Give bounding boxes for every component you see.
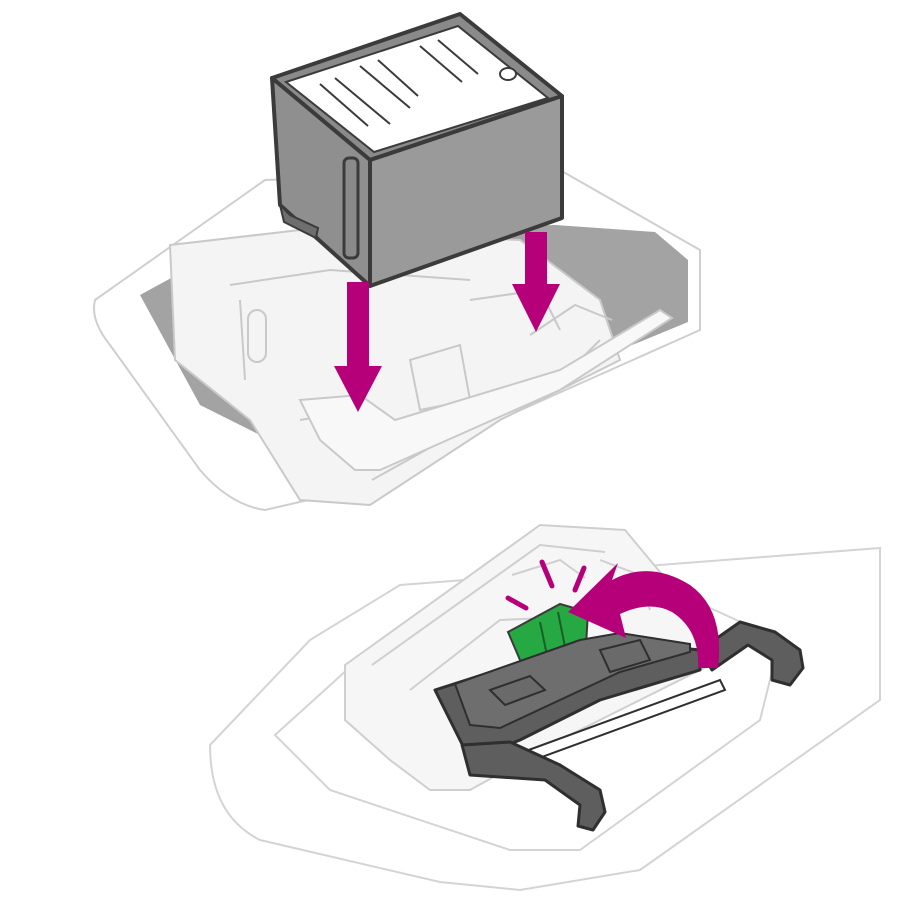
cartridge-bottom-lip [278,201,320,240]
step-1-insert-cartridge [93,12,701,512]
down-arrow-icon [334,282,382,412]
latch-lid-details [488,638,652,707]
click-indicator-icon [505,559,587,611]
cartridge-vent-hole [499,67,517,81]
ink-cartridge [270,12,564,288]
step-2-close-latch [208,523,881,892]
cartridge-label-lines [319,39,479,127]
latch-arm-right [698,620,805,687]
cartridge-grip [342,156,360,260]
cartridge-label [283,24,551,154]
carriage-clip [247,309,267,363]
curved-arrow-icon [568,563,720,668]
cartridge-front-face [368,94,564,288]
down-arrow-icon [512,232,560,332]
latch-arm-left [460,740,607,832]
carriage-front-flap [298,308,674,471]
